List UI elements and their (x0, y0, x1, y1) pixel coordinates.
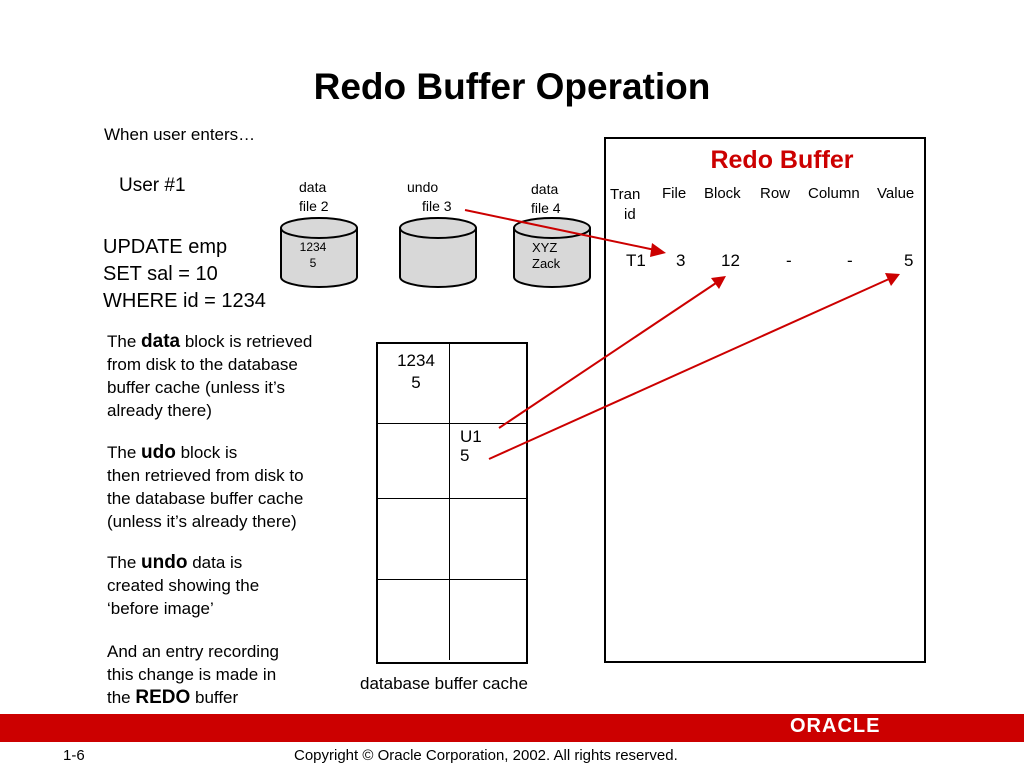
footer-bar (0, 714, 1024, 742)
cache-block-data: 1234 5 (378, 344, 450, 424)
sql-line: SET sal = 10 (103, 263, 218, 285)
disk-data-file-2 (280, 217, 358, 288)
step-data-block: The data block is retrieved from disk to… (107, 331, 313, 420)
redo-buffer-title: Redo Buffer (710, 146, 854, 174)
disk-label-data-file-4: data file 4 (531, 181, 561, 216)
redo-buffer-box (604, 137, 926, 663)
redo-header-file: File (662, 185, 687, 202)
redo-header-block: Block (704, 185, 741, 202)
step-redo-entry: And an entry recording this change is ma… (107, 642, 279, 708)
cache-block-undo: U1 5 (450, 424, 526, 499)
redo-cell-column: - (847, 251, 853, 270)
redo-cell-tran: T1 (626, 251, 646, 270)
arrowhead (711, 276, 726, 289)
disk-label-data-file-2: data file 2 (299, 179, 329, 214)
sql-statement: UPDATE emp SET sal = 10 WHERE id = 1234 (103, 234, 266, 315)
step-undo-data: The undo data is created showing the ‘be… (107, 552, 260, 618)
database-buffer-cache: 1234 5 U1 5 (376, 342, 528, 664)
user-label: User #1 (119, 175, 186, 196)
intro-text: When user enters… (104, 125, 256, 144)
arrow-cache-to-block (498, 282, 717, 429)
redo-header-value: Value (877, 185, 915, 202)
redo-header-row: Row (760, 185, 791, 202)
arrow-undo-file-to-tran (464, 209, 656, 251)
redo-header-tran: Tran id (610, 186, 641, 223)
disk-label-undo-file-3: undo file 3 (407, 179, 452, 214)
oracle-logo: ORACLE (790, 715, 881, 737)
disk-data-file-4-content: XYZ Zack (532, 240, 561, 271)
redo-cell-block: 12 (721, 251, 740, 270)
copyright-text: Copyright © Oracle Corporation, 2002. Al… (294, 747, 678, 764)
redo-cell-value: 5 (904, 251, 914, 270)
sql-line: WHERE id = 1234 (103, 290, 266, 312)
step-udo-block: The udo block is then retrieved from dis… (107, 442, 304, 531)
disk-data-file-2-content: 1234 5 (299, 240, 327, 270)
arrowhead (650, 243, 666, 257)
redo-header-column: Column (808, 185, 860, 202)
slide-title: Redo Buffer Operation (313, 66, 711, 107)
sql-line: UPDATE emp (103, 236, 228, 258)
cache-label: database buffer cache (360, 674, 528, 693)
redo-cell-row: - (786, 251, 792, 270)
arrow-cache-to-value (488, 278, 890, 460)
disk-undo-file-3 (399, 217, 477, 288)
redo-cell-file: 3 (676, 251, 686, 270)
page-number: 1-6 (63, 747, 85, 764)
arrowhead (885, 273, 900, 286)
